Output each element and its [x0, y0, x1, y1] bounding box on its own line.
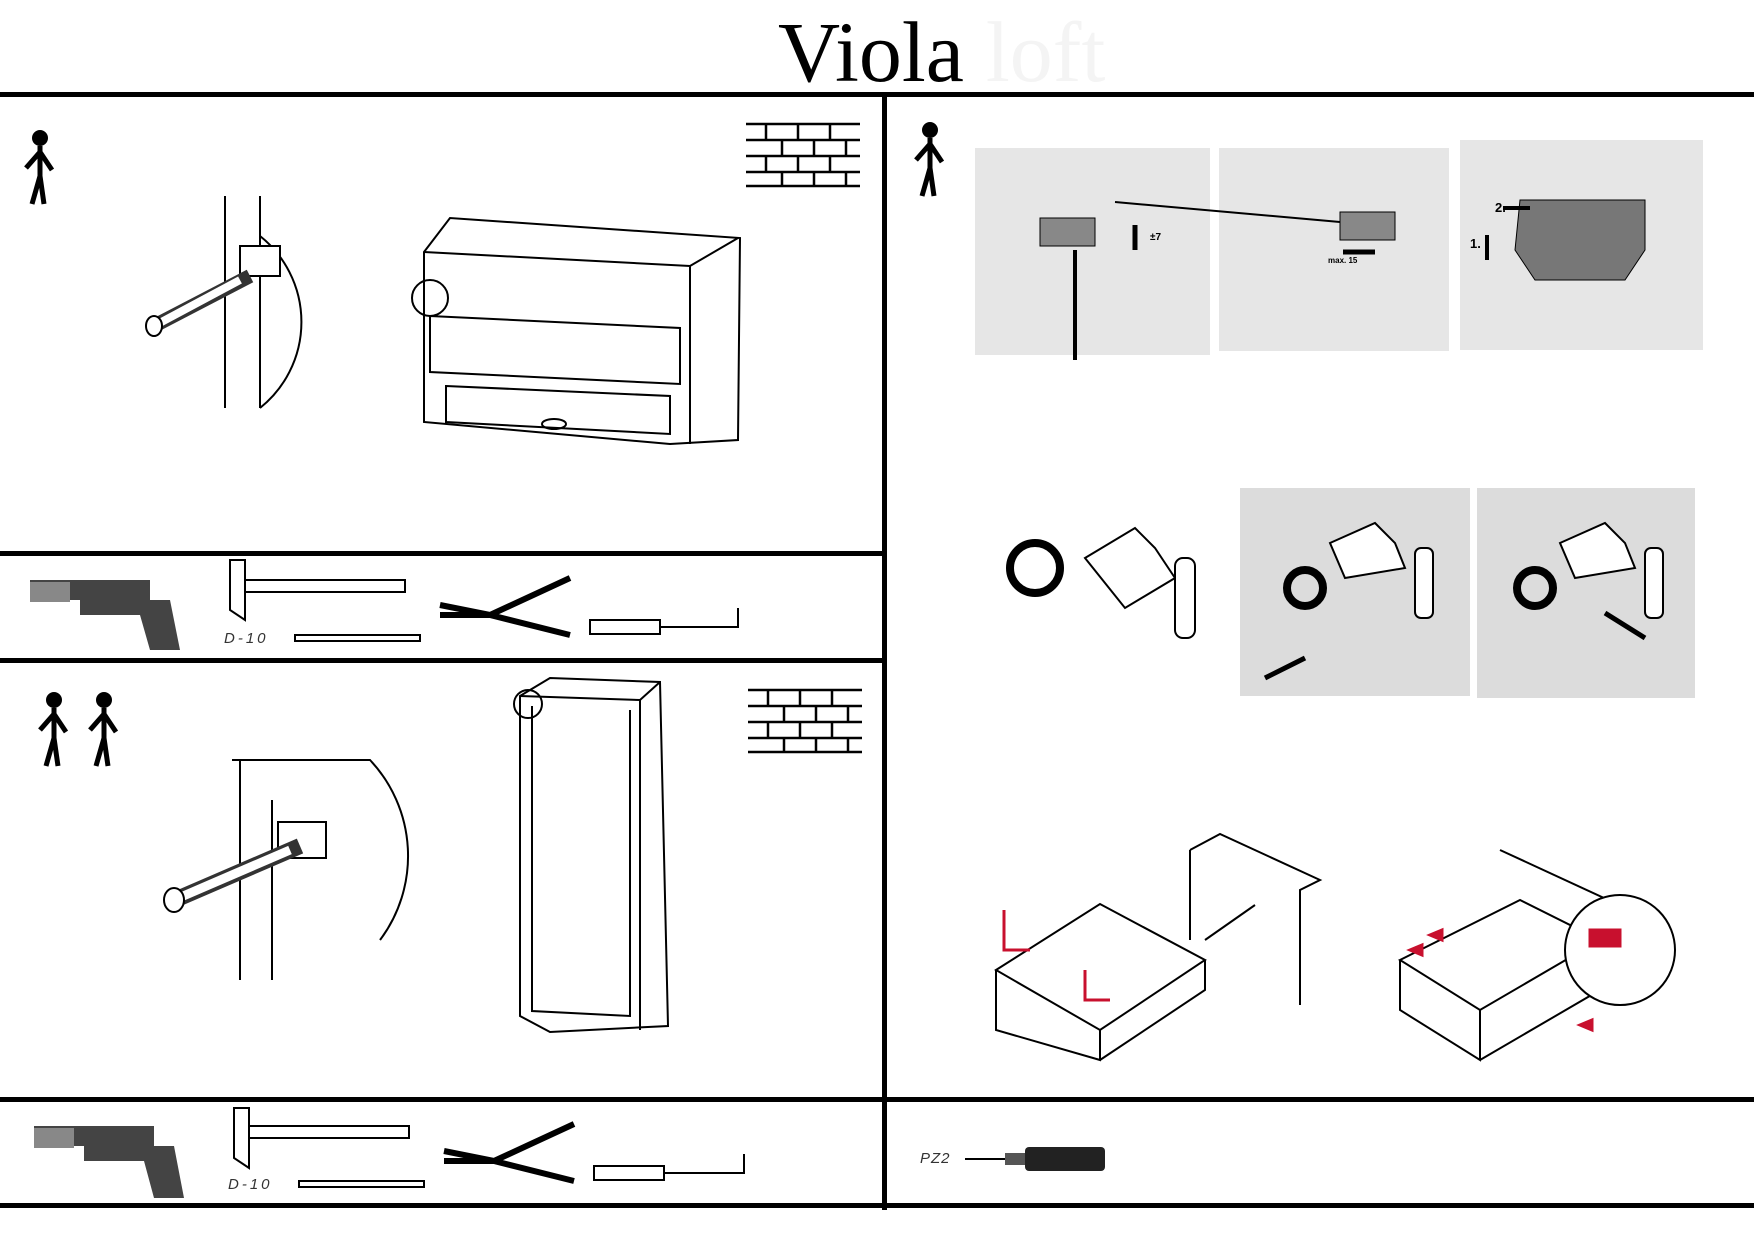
two-persons-icon — [38, 692, 119, 767]
divider-tools-step2 — [0, 658, 884, 663]
brick-wall-icon — [746, 122, 860, 188]
person-icon — [24, 130, 55, 205]
drill-bit-size-label: D-10 — [224, 630, 269, 647]
vertical-adjust-label: ±7 — [1150, 232, 1162, 243]
brand-name: Viola — [778, 4, 964, 100]
brand-name-faded: loft — [985, 4, 1106, 100]
screwdriver-icon — [965, 1147, 1105, 1171]
drill-icon — [30, 580, 180, 650]
hanger-drawings — [1039, 199, 1646, 360]
divider-bottom-tools — [0, 1097, 1754, 1102]
hanger-depth-adjust-panel — [1219, 148, 1449, 351]
drill-bit-icon — [294, 634, 421, 642]
drill-icon — [34, 1126, 184, 1198]
person-icon — [914, 122, 945, 197]
anchor-and-hook-icon — [593, 1154, 745, 1181]
tools-row-1 — [30, 559, 739, 650]
hammer-icon — [233, 1107, 410, 1170]
screwdriver-size-label: PZ2 — [920, 1150, 951, 1167]
hanger-vertical-adjust-panel — [975, 148, 1210, 355]
bottom-rule — [0, 1203, 1754, 1208]
drill-bit-icon — [298, 1180, 425, 1188]
pliers-icon — [443, 1121, 576, 1184]
anchor-and-hook-icon — [589, 608, 739, 635]
wall-cabinet-drawing — [411, 216, 742, 446]
tall-cabinet-drawing — [513, 676, 670, 1034]
cover-step-2-label: 2. — [1495, 200, 1506, 215]
top-rule — [0, 92, 1754, 97]
hinge-drawings — [1006, 521, 1664, 681]
drawer-assembly-drawings — [994, 832, 1676, 1062]
pliers-icon — [439, 575, 572, 638]
center-divider — [882, 92, 887, 1210]
depth-adjust-label: max. 15 — [1328, 256, 1358, 265]
drill-bit-size-label: D-10 — [228, 1176, 273, 1193]
brick-wall-icon — [748, 688, 862, 754]
hammer-icon — [229, 559, 406, 622]
wall-anchor-detail — [163, 759, 410, 980]
tools-row-2 — [34, 1107, 745, 1198]
wall-anchor-detail — [145, 196, 303, 409]
divider-step1-tools — [0, 551, 884, 556]
cover-step-1-label: 1. — [1470, 236, 1481, 251]
